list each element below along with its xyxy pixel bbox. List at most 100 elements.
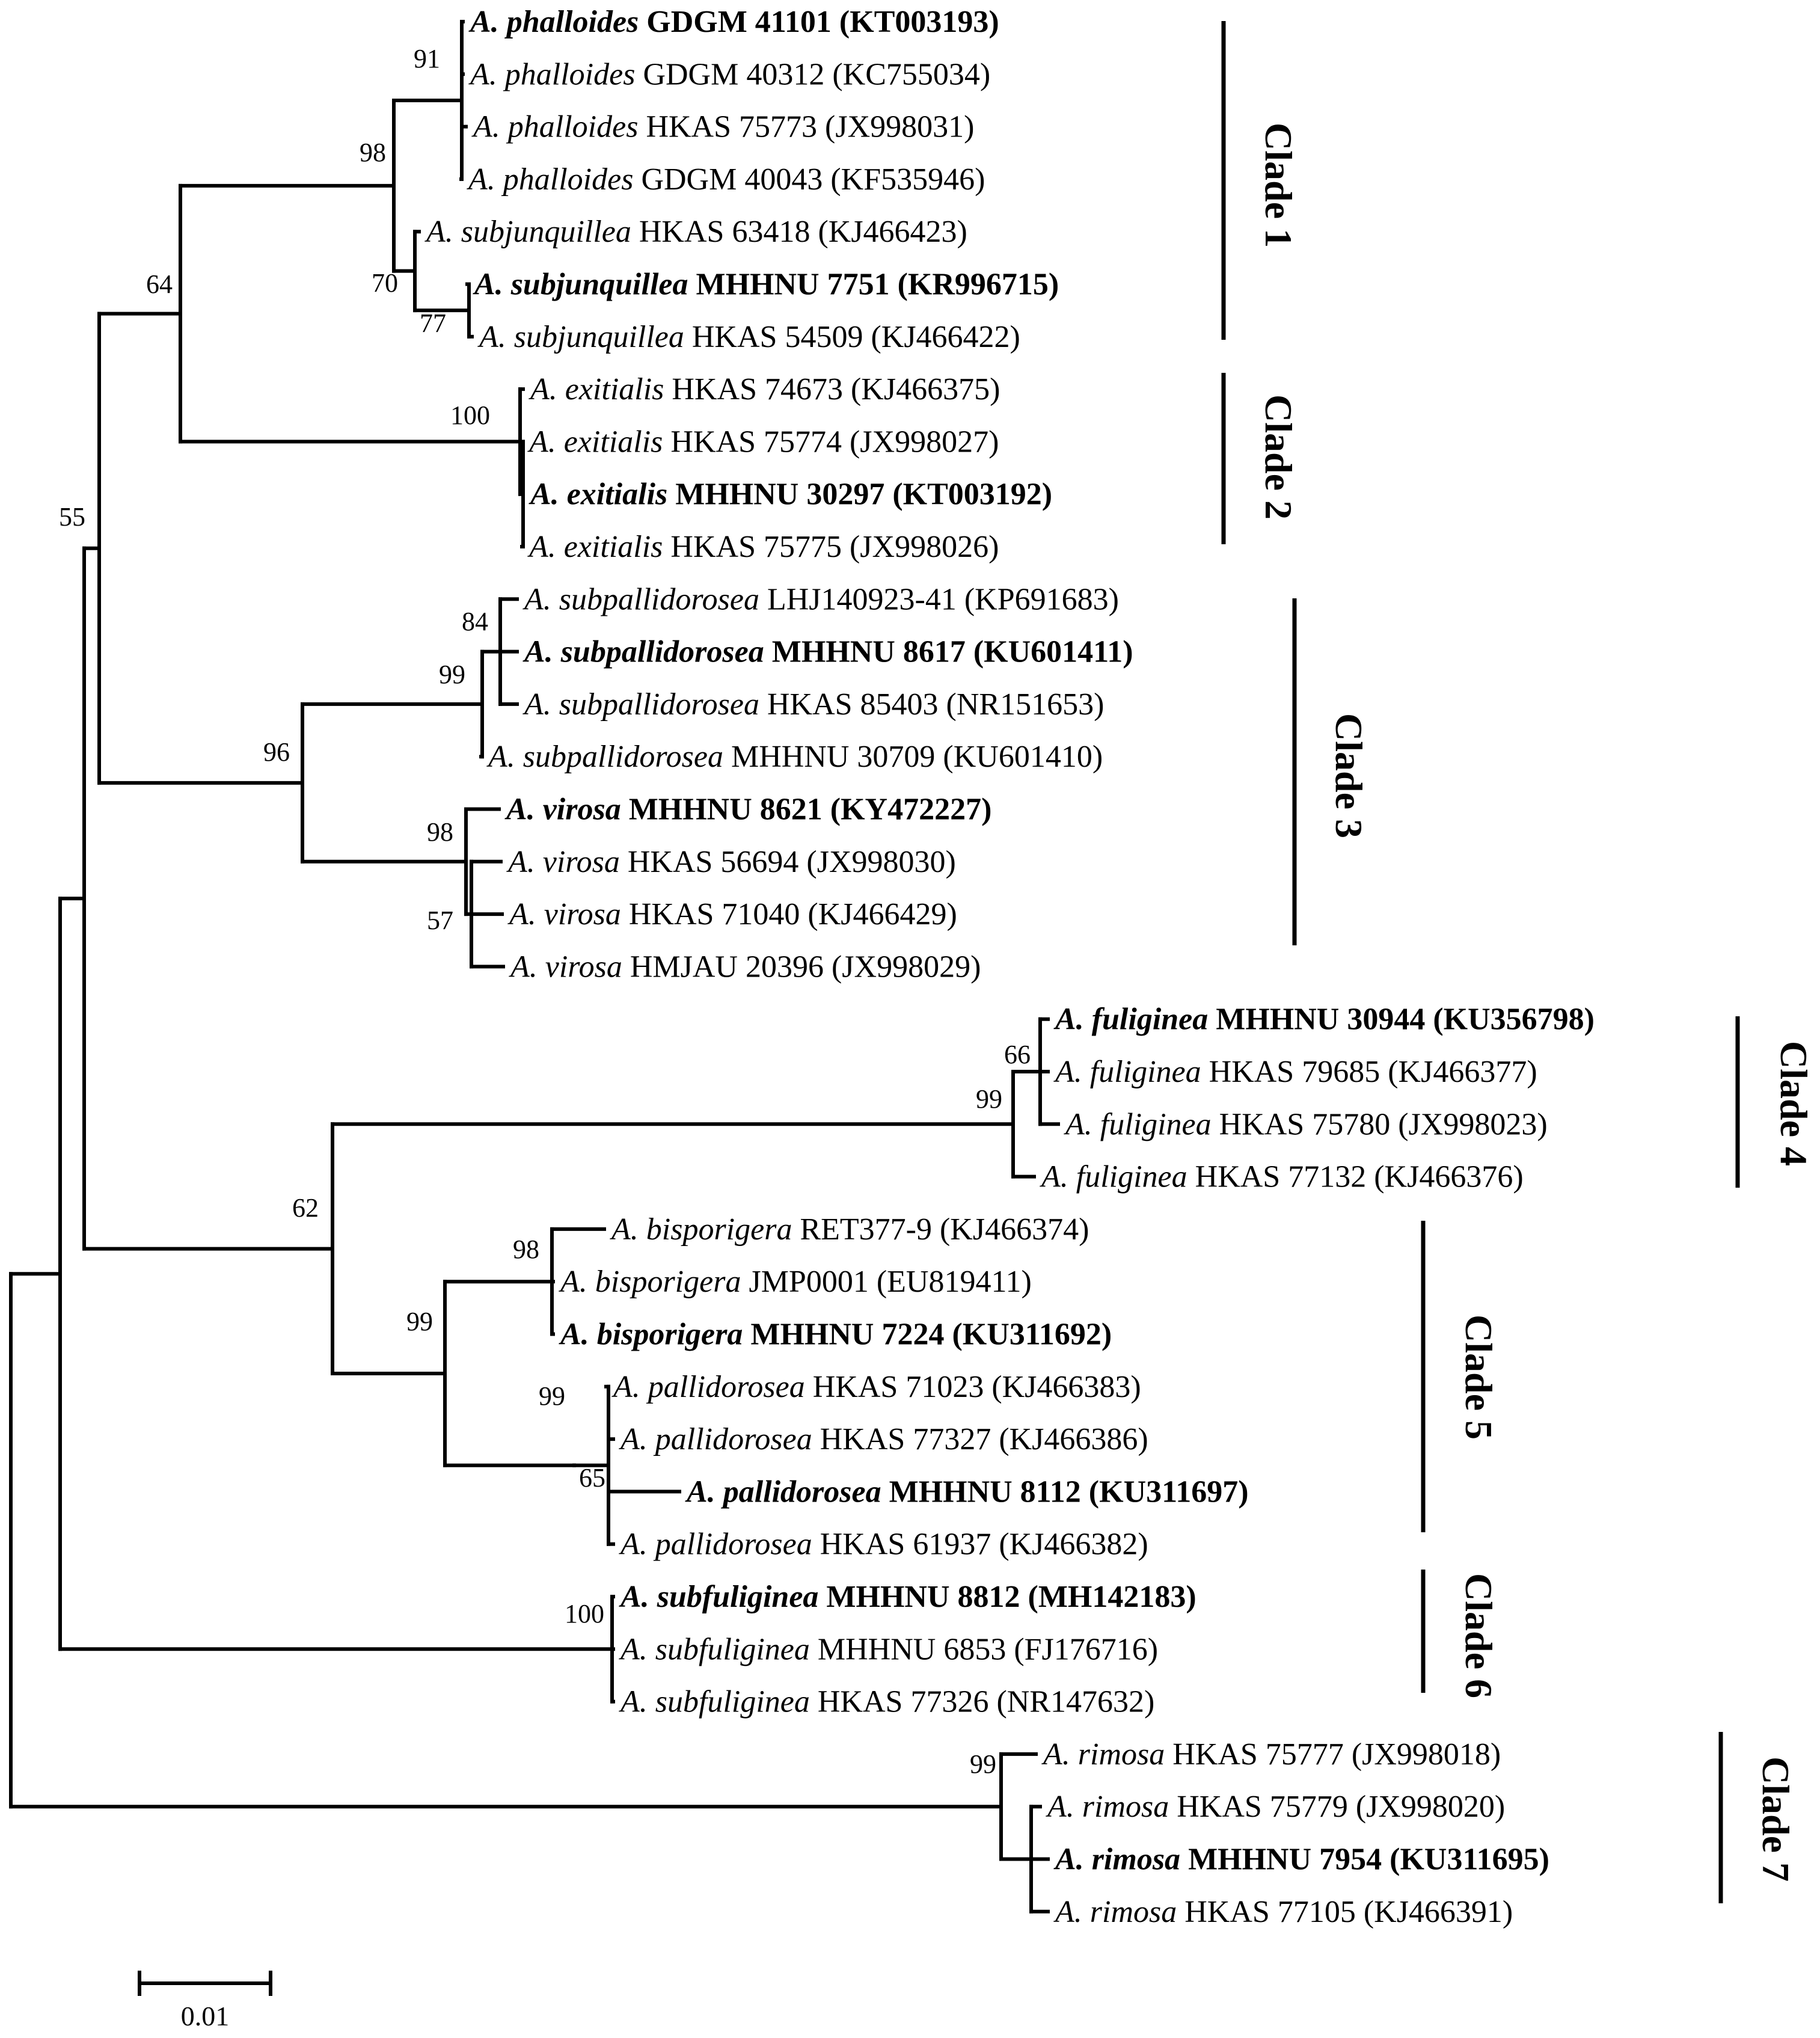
taxon-species: exitialis [565,372,664,407]
taxon-genus: A. [486,740,523,774]
taxon-label: A. virosa HKAS 71040 (KJ466429) [507,897,957,932]
taxon-voucher: MHHNU 8617 (KU601411) [764,635,1133,669]
taxon-genus: A. [610,1212,646,1247]
clade-label: Clade 3 [1328,713,1370,838]
taxon-species: exitialis [564,530,663,564]
taxon-label: A. virosa MHHNU 8621 (KY472227) [504,793,991,827]
taxon-label: A. phalloides GDGM 40043 (KF535946) [467,162,985,197]
taxon-species: fuliginea [1100,1107,1212,1141]
taxon-label: A. virosa HMJAU 20396 (JX998029) [509,950,981,984]
taxon-species: subpallidorosea [559,687,759,722]
taxon-voucher: MHHNU 7954 (KU311695) [1180,1843,1549,1877]
taxon-species: fuliginea [1090,1055,1201,1089]
taxon-genus: A. [1053,1055,1090,1089]
taxon-species: subjunquillea [510,268,688,302]
taxon-voucher: HKAS 74673 (KJ466375) [664,372,1000,407]
taxon-label: A. subpallidorosea HKAS 85403 (NR151653) [522,687,1104,722]
taxon-species: rimosa [1092,1843,1180,1877]
taxon-label: A. phalloides GDGM 41101 (KT003193) [468,5,999,39]
taxon-genus: A. [1041,1737,1078,1772]
taxon-genus: A. [424,215,461,249]
support-value: 99 [970,1749,996,1779]
taxon-species: pallidorosea [721,1475,881,1509]
taxon-voucher: HKAS 79685 (KJ466377) [1201,1055,1537,1089]
taxon-voucher: HKAS 77132 (KJ466376) [1187,1160,1524,1194]
taxon-genus: A. [1053,1843,1092,1877]
taxon-species: virosa [543,845,620,879]
taxon-species: virosa [544,897,621,932]
taxon-label: A. pallidorosea HKAS 77327 (KJ466386) [619,1422,1148,1456]
taxon-voucher: HMJAU 20396 (JX998029) [622,950,981,984]
support-value: 70 [372,268,398,298]
taxon-label: A. exitialis HKAS 75774 (JX998027) [527,425,999,459]
taxon-species: bisporigera [595,1265,741,1299]
taxon-genus: A. [522,635,561,669]
taxon-label: A. bisporigera MHHNU 7224 (KU311692) [559,1318,1112,1352]
support-value: 62 [292,1193,319,1223]
taxon-label: A. subfuliginea MHHNU 8812 (MH142183) [619,1580,1196,1614]
taxon-voucher: GDGM 40312 (KC755034) [635,57,990,91]
taxon-genus: A. [619,1580,657,1614]
taxon-genus: A. [619,1685,655,1719]
support-value: 98 [513,1235,539,1264]
taxon-species: subpallidorosea [560,635,764,669]
taxon-voucher: HKAS 77327 (KJ466386) [812,1422,1148,1456]
taxon-voucher: LHJ140923-41 (KP691683) [759,582,1119,616]
taxon-voucher: HKAS 77326 (NR147632) [810,1685,1154,1719]
taxon-species: pallidorosea [653,1527,812,1562]
taxon-labels: A. phalloides GDGM 41101 (KT003193) A. ph… [424,5,1595,1929]
clade-label: Clade 7 [1754,1757,1797,1882]
taxon-genus: A. [522,687,559,722]
taxon-label: A. exitialis MHHNU 30297 (KT003192) [529,477,1052,512]
taxon-species: subfuliginea [657,1580,819,1614]
taxon-genus: A. [468,57,505,91]
taxon-voucher: MHHNU 7751 (KR996715) [688,268,1059,302]
taxon-voucher: HKAS 77105 (KJ466391) [1177,1895,1513,1929]
taxon-label: A. rimosa MHHNU 7954 (KU311695) [1053,1843,1549,1877]
taxon-label: A. rimosa HKAS 77105 (KJ466391) [1053,1895,1513,1929]
taxon-label: A. pallidorosea HKAS 61937 (KJ466382) [619,1527,1148,1562]
taxon-genus: A. [467,162,503,197]
scale-bar-label: 0.01 [181,2001,230,2031]
taxon-genus: A. [522,582,559,616]
taxon-genus: A. [619,1632,655,1666]
taxon-voucher: MHHNU 7224 (KU311692) [743,1318,1112,1352]
taxon-voucher: HKAS 71023 (KJ466383) [805,1370,1141,1404]
taxon-genus: A. [1053,1002,1092,1037]
taxon-voucher: HKAS 85403 (NR151653) [759,687,1104,722]
taxon-voucher: MHHNU 30944 (KU356798) [1208,1002,1595,1037]
support-value: 100 [450,401,490,430]
taxon-label: A. subfuliginea HKAS 77326 (NR147632) [619,1685,1154,1719]
taxon-voucher: GDGM 40043 (KF535946) [633,162,985,197]
taxon-genus: A. [504,793,543,827]
taxon-label: A. exitialis HKAS 74673 (KJ466375) [529,372,1000,407]
taxon-voucher: HKAS 75777 (JX998018) [1165,1737,1501,1772]
taxon-genus: A. [473,268,511,302]
taxon-species: virosa [543,793,621,827]
taxon-genus: A. [527,530,564,564]
taxon-species: virosa [545,950,622,984]
taxon-genus: A. [509,950,545,984]
taxon-genus: A. [529,477,567,512]
support-value: 91 [414,44,440,73]
taxon-species: subpallidorosea [559,582,759,616]
taxon-label: A. virosa HKAS 56694 (JX998030) [506,845,956,879]
taxon-species: pallidorosea [646,1370,805,1404]
support-value: 99 [406,1307,433,1336]
taxon-voucher: MHHNU 30709 (KU601410) [723,740,1103,774]
support-value: 77 [420,308,446,338]
taxon-label: A. phalloides GDGM 40312 (KC755034) [468,57,990,91]
taxon-species: phalloides [504,5,639,39]
taxon-label: A. exitialis HKAS 75775 (JX998026) [527,530,999,564]
taxon-label: A. bisporigera RET377-9 (KJ466374) [610,1212,1089,1247]
clade-label: Clade 2 [1257,394,1300,520]
taxon-label: A. subjunquillea HKAS 63418 (KJ466423) [424,215,967,249]
taxon-genus: A. [1064,1107,1100,1141]
taxon-species: rimosa [1082,1790,1169,1824]
taxon-voucher: HKAS 75774 (JX998027) [663,425,999,459]
taxon-species: fuliginea [1076,1160,1187,1194]
taxon-species: fuliginea [1092,1002,1209,1037]
support-value: 64 [146,269,173,299]
